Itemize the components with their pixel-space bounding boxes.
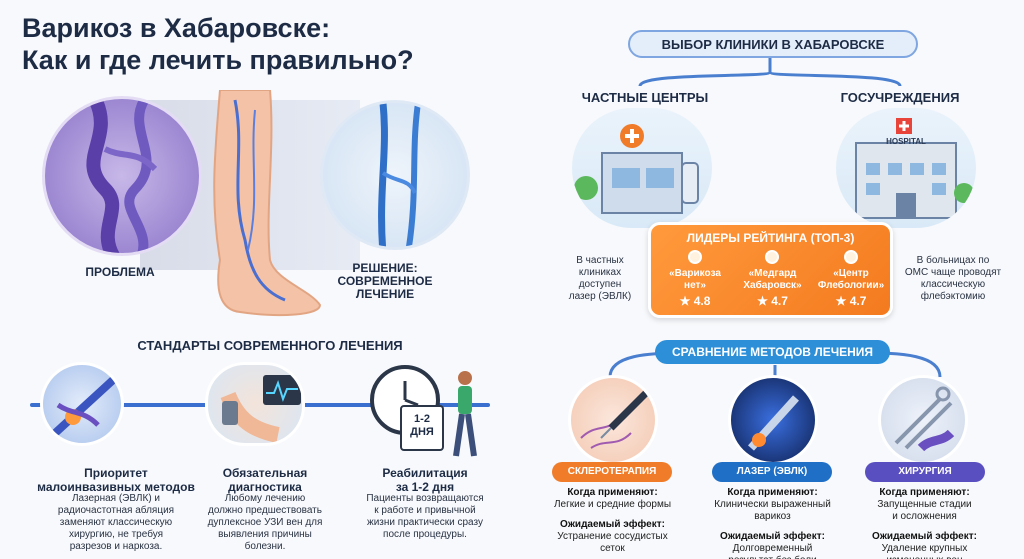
method-3-when-title: Когда применяют: (879, 487, 970, 498)
method-2-label: ЛАЗЕР (ЭВЛК) (712, 462, 832, 482)
star-icon: ★ (835, 294, 847, 308)
solution-vein-illustration (320, 100, 470, 250)
page-title: Варикоз в Хабаровске: Как и где лечить п… (22, 12, 414, 76)
calendar-badge: 1-2 ДНЯ (400, 405, 444, 451)
method-1-when: Легкие и средние формы (553, 499, 672, 510)
leader-3-icon (844, 250, 858, 264)
standard-3-title: Реабилитация за 1-2 дня (382, 466, 468, 494)
leader-2-name: «Медгард Хабаровск» (743, 268, 802, 291)
laser-evlk-illustration (728, 375, 818, 465)
leader-3-name: «Центр Флебологии» (817, 268, 885, 291)
method-1-details: Когда применяют: Легкие и средние формы … (540, 487, 685, 555)
public-hospital-illustration (836, 108, 976, 228)
standard-2-text: Любому лечению должно предшествовать дуп… (207, 493, 323, 552)
leader-1-name: «Варикоза нет» (669, 268, 721, 291)
standard-3-text: Пациенты возвращаются к работе и привычн… (366, 493, 484, 540)
problem-label: ПРОБЛЕМА (85, 265, 155, 279)
title-line-1: Варикоз в Хабаровске: (22, 13, 331, 43)
leader-3-rating-value: 4.7 (849, 294, 867, 308)
surgical-tools-icon (894, 386, 955, 452)
leg-illustration (190, 90, 330, 320)
solution-label: РЕШЕНИЕ: СОВРЕМЕННОЕ ЛЕЧЕНИЕ (337, 261, 433, 301)
star-icon: ★ (679, 294, 691, 308)
method-2-details: Когда применяют: Клинически выраженный в… (700, 487, 845, 559)
hospital-building-icon (855, 118, 974, 219)
method-3-label: ХИРУРГИЯ (865, 462, 985, 482)
method-2-effect-title: Ожидаемый эффект: (720, 531, 825, 542)
method-2-when: Клинически выраженный варикоз (714, 499, 831, 522)
walking-person-icon (453, 371, 477, 457)
title-line-2: Как и где лечить правильно? (22, 45, 414, 75)
method-1-effect: Устранение сосудистых сеток (557, 531, 668, 554)
healthy-veins-icon (378, 103, 421, 247)
laser-probe-icon (50, 377, 116, 438)
leader-2-icon (765, 250, 779, 264)
leader-3-rating: ★ 4.7 (815, 294, 887, 308)
leg-icon (213, 90, 322, 317)
method-1-when-title: Когда применяют: (567, 487, 658, 498)
clinics-branch-connector (638, 58, 902, 88)
method-3-details: Когда применяют: Запущенные стадии и осл… (852, 487, 997, 559)
method-3-when: Запущенные стадии и осложнения (877, 499, 972, 522)
standard-1-title: Приоритет малоинвазивных методов (37, 466, 195, 494)
private-clinic-illustration (572, 108, 712, 228)
leader-1-rating: ★ 4.8 (660, 294, 730, 308)
syringe-icon (580, 390, 649, 449)
standards-heading: СТАНДАРТЫ СОВРЕМЕННОГО ЛЕЧЕНИЯ (137, 338, 403, 353)
method-2-effect: Долговременный результат без боли (728, 543, 816, 559)
private-centers-label: ЧАСТНЫЕ ЦЕНТРЫ (581, 90, 709, 105)
clinics-heading: ВЫБОР КЛИНИКИ В ХАБАРОВСКЕ (661, 37, 885, 52)
ultrasound-monitor-icon (220, 375, 301, 443)
methods-heading-pill (655, 340, 890, 364)
standard-1-text: Лазерная (ЭВЛК) и радиочастотная абляция… (57, 493, 175, 552)
varicose-veins-icon (86, 99, 158, 253)
method-2-when-title: Когда применяют: (727, 487, 818, 498)
top-rating-heading: ЛИДЕРЫ РЕЙТИНГА (ТОП-3) (686, 231, 855, 245)
clinics-heading-pill (628, 30, 918, 58)
problem-vein-illustration (42, 96, 202, 256)
public-institutions-label: ГОСУЧРЕЖДЕНИЯ (840, 90, 960, 105)
leader-2-rating-value: 4.7 (771, 294, 788, 308)
walking-person-illustration (450, 370, 480, 460)
surgery-illustration (878, 375, 968, 465)
public-clinic-note: В больницах по ОМС чаще проводят классич… (904, 255, 1002, 302)
leader-1-rating-value: 4.8 (693, 294, 711, 308)
method-3-effect: Удаление крупных измененных вен (881, 543, 968, 559)
method-1-label: СКЛЕРОТЕРАПИЯ (552, 462, 672, 482)
methods-heading: СРАВНЕНИЕ МЕТОДОВ ЛЕЧЕНИЯ (671, 345, 874, 359)
standard-2-title: Обязательная диагностика (222, 466, 308, 494)
clock-face-icon (403, 381, 419, 407)
private-clinic-note: В частных клиниках доступен лазер (ЭВЛК) (568, 255, 632, 302)
top-rating-panel (648, 222, 893, 318)
leader-1-icon (688, 250, 702, 264)
ultrasound-diagnostics-illustration (205, 362, 305, 446)
leader-2-rating: ★ 4.7 (735, 294, 810, 308)
sclerotherapy-illustration (568, 375, 658, 465)
laser-procedure-illustration (40, 362, 124, 446)
laser-fiber-icon (748, 395, 799, 451)
method-3-effect-title: Ожидаемый эффект: (872, 531, 977, 542)
star-icon: ★ (757, 294, 768, 308)
hospital-sign: HOSPITAL (886, 137, 926, 146)
method-1-effect-title: Ожидаемый эффект: (560, 519, 665, 530)
private-clinic-icon (574, 124, 699, 214)
